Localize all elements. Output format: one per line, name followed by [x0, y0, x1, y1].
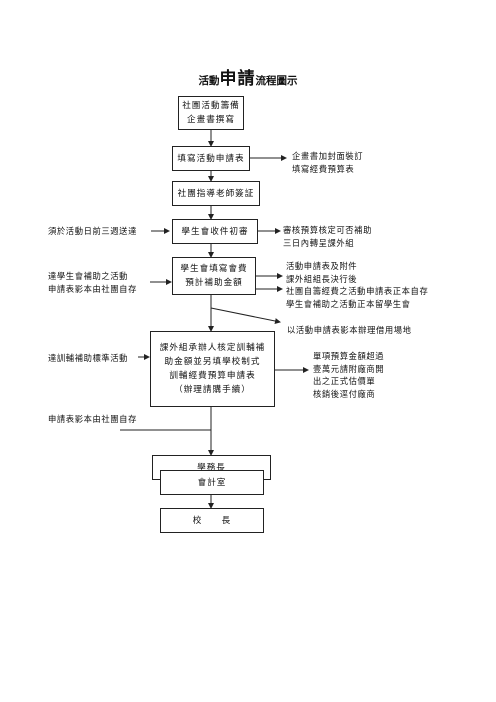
note-binding-instructions: 企畫書加封面裝訂 填寫經費預算表	[292, 151, 364, 174]
note-venue-booking: 以活動申請表影本辦理借用場地	[287, 325, 412, 335]
step-activity-planning: 社團活動籌備 企畫書撰寫	[178, 96, 244, 130]
note-standard-activity: 達訓輔補助標準活動	[48, 353, 129, 363]
note-approval-decision: 活動申請表及附件 課外組組長決行後	[286, 261, 358, 284]
note-quotation-requirement: 單項預算金額超過 壹萬元請附廠商開 出之正式估價單 核銷後逕付廠商	[313, 351, 385, 399]
note-budget-review: 審核預算核定可否補助 三日內轉呈課外組	[283, 225, 372, 248]
step-student-union-review: 學生會收件初審	[172, 219, 258, 244]
step-subsidy-estimate: 學生會填寫會費 預計補助金額	[172, 257, 256, 295]
step-accounting-office-final: 會計室	[160, 470, 264, 495]
step-extracurricular-approval: 課外組承辦人核定訓輔補 助金額並另填學校制式 訓輔經費預算申請表 （辦理請購手續…	[150, 331, 275, 407]
step-advisor-signature: 社團指導老師簽証	[172, 181, 260, 206]
note-club-copy: 申請表影本由社團自存	[48, 414, 137, 424]
note-original-retention: 社團自籌經費之活動申請表正本自存 學生會補助之活動正本留學生會	[286, 286, 429, 309]
note-subsidy-copy: 達學生會補助之活動 申請表影本由社團自存	[48, 271, 137, 294]
step-principal: 校 長	[160, 508, 264, 533]
step-fill-application: 填寫活動申請表	[172, 146, 250, 171]
page-title: 活動申請流程圖示	[198, 69, 298, 89]
note-deadline: 須於活動日前三週送達	[48, 226, 137, 236]
